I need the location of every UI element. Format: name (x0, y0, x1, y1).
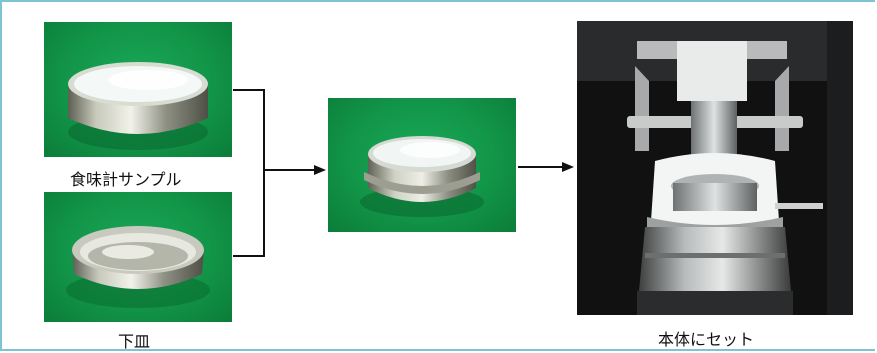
instrument-photo (577, 21, 853, 315)
combined-photo (328, 98, 516, 232)
set-in-body-label: 本体にセット (658, 330, 755, 349)
sample-photo (44, 22, 232, 157)
bracket-connector (233, 89, 265, 257)
lower-dish-photo (44, 192, 232, 322)
lower-dish-label: 下皿 (118, 332, 151, 351)
arrow-head-icon (562, 162, 574, 172)
arrow-head-icon (314, 165, 326, 175)
sample-label: 食味計サンプル (70, 170, 182, 189)
